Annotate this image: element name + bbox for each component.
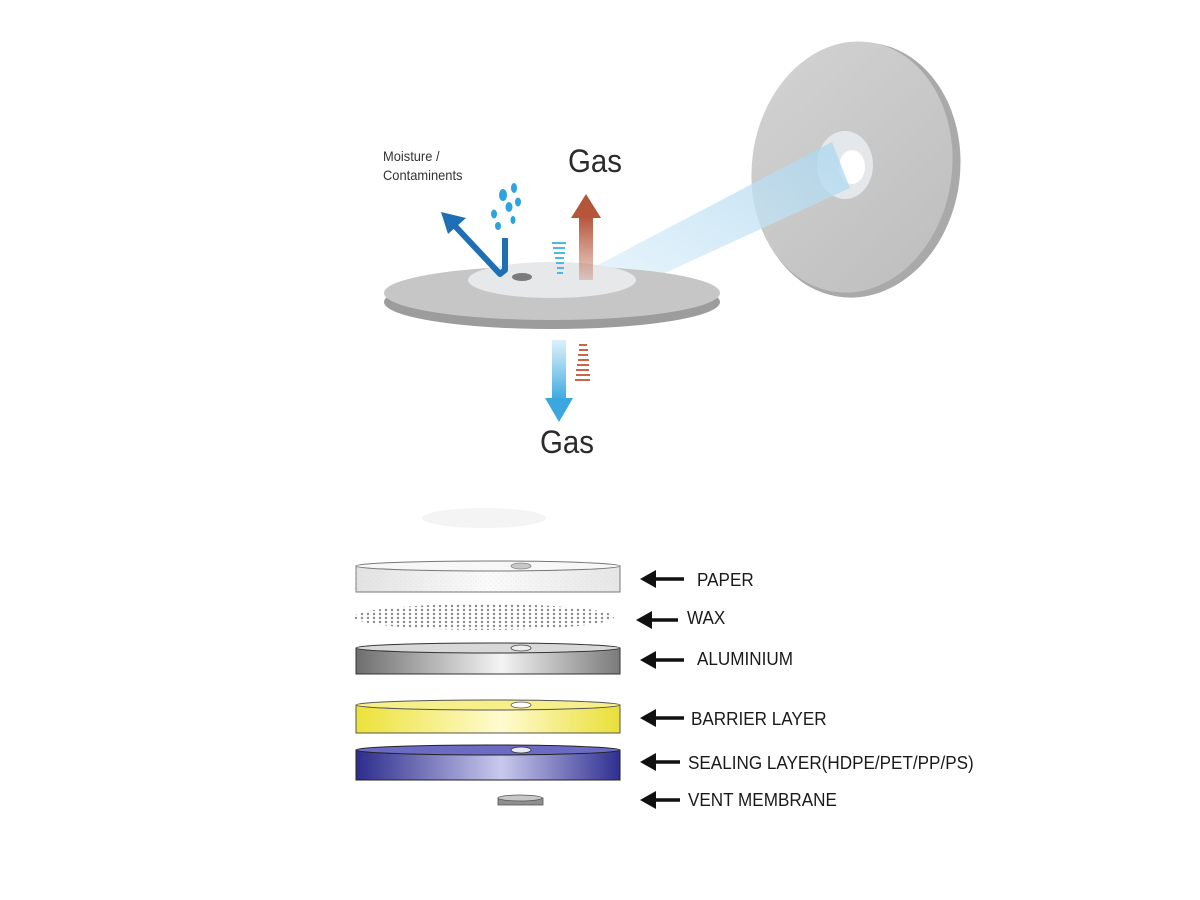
gas-in-stripes [552, 242, 566, 274]
blur-smudge [422, 508, 546, 528]
gas-in-arrow [545, 340, 573, 422]
moisture-label-line2: Contaminents [383, 167, 463, 183]
zoom-beam [592, 142, 850, 290]
label-sealing-layer: SEALING LAYER(HDPE/PET/PP/PS) [688, 753, 974, 773]
moisture-arrow [441, 212, 508, 277]
label-aluminium: ALUMINIUM [697, 649, 793, 669]
gas-out-label: Gas [568, 143, 622, 179]
layer-vent-membrane [497, 794, 544, 806]
layer-paper [355, 560, 621, 593]
moisture-label: Moisture / Contaminents [383, 147, 462, 185]
layer-arrows [636, 570, 684, 809]
label-vent-membrane: VENT MEMBRANE [688, 790, 837, 810]
gas-out-arrow [571, 194, 601, 280]
label-paper: PAPER [697, 570, 754, 590]
label-wax: WAX [687, 608, 726, 628]
vent-disc [384, 262, 720, 329]
label-barrier-layer: BARRIER LAYER [691, 709, 827, 729]
gas-out-stripes [575, 344, 590, 381]
zoomed-disc [751, 41, 961, 298]
layer-barrier [355, 699, 621, 734]
layer-wax [354, 604, 614, 630]
layer-aluminium [355, 642, 621, 675]
gas-in-label: Gas [540, 424, 594, 460]
moisture-label-line1: Moisture / [383, 148, 440, 164]
water-droplets-icon [491, 183, 521, 230]
layer-sealing [355, 744, 621, 781]
